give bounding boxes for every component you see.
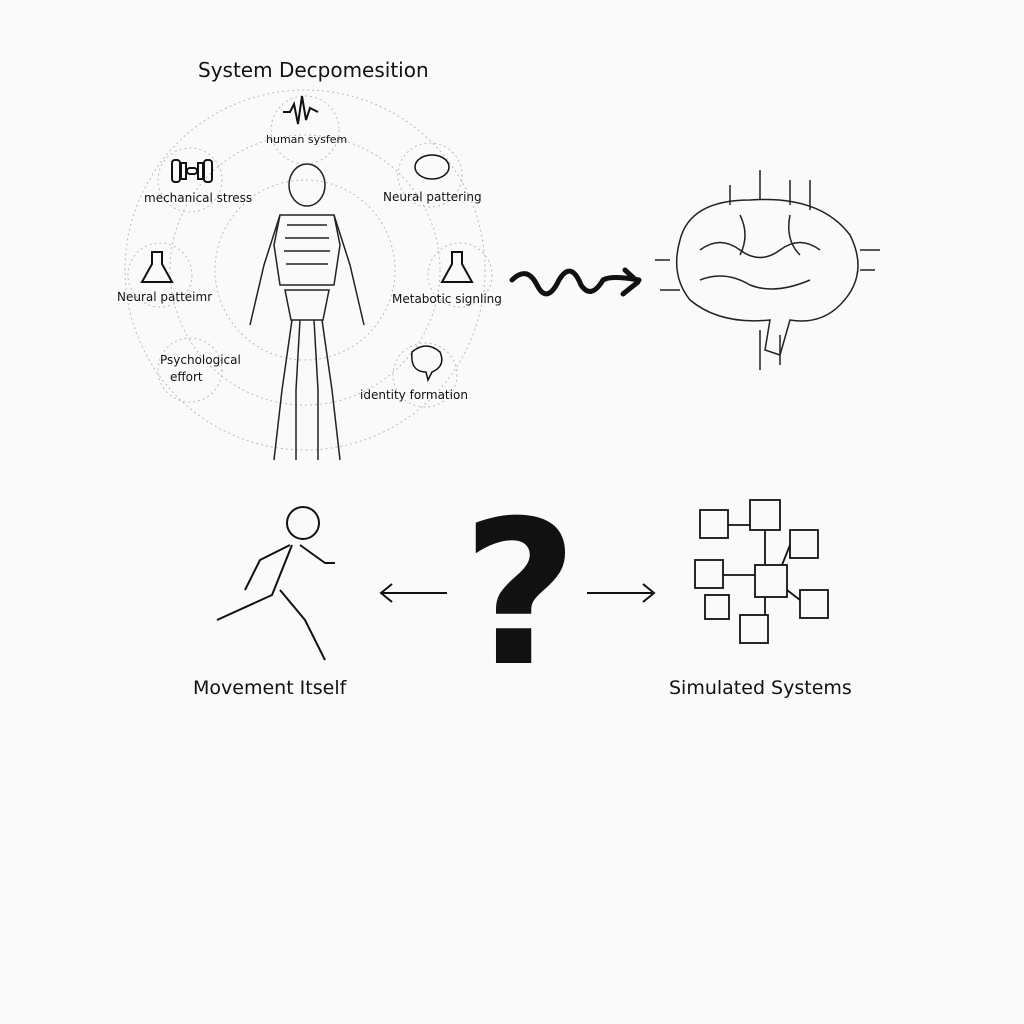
running-figure-icon (216, 506, 335, 661)
dumbbell-icon (171, 159, 213, 183)
flask-icon (440, 251, 474, 283)
flask-icon (140, 251, 174, 283)
factor-label-psychological: Psychological (160, 353, 241, 367)
decomposition-rings (124, 89, 493, 451)
interconnected-cubes-icon (694, 499, 829, 644)
brain-icon (414, 154, 450, 180)
factor-label-neural-pattering: Neural pattering (383, 190, 482, 204)
question-mark: ? (462, 478, 579, 711)
diagram-title: System Decpomesition (198, 58, 429, 82)
simulated-systems-label: Simulated Systems (669, 677, 852, 699)
left-arrow (379, 583, 447, 603)
factor-label-effort: effort (170, 370, 203, 384)
right-arrow (587, 583, 656, 603)
factor-label-metabolic-signaling: Metabotic signling (392, 292, 502, 306)
speech-bubble-icon (411, 345, 443, 383)
factor-label-identity-formation: identity formation (360, 388, 468, 402)
squiggle-arrow (509, 267, 642, 297)
heartbeat-icon (283, 95, 319, 125)
movement-itself-label: Movement Itself (193, 677, 347, 699)
factor-label-human-system: human sysfem (266, 133, 348, 146)
factor-label-neural-patteimr: Neural patteimr (117, 290, 213, 304)
circuit-brain-illustration (655, 170, 880, 370)
human-skeleton-figure (249, 163, 365, 461)
factor-label-mechanical-stress: mechanical stress (144, 191, 253, 205)
